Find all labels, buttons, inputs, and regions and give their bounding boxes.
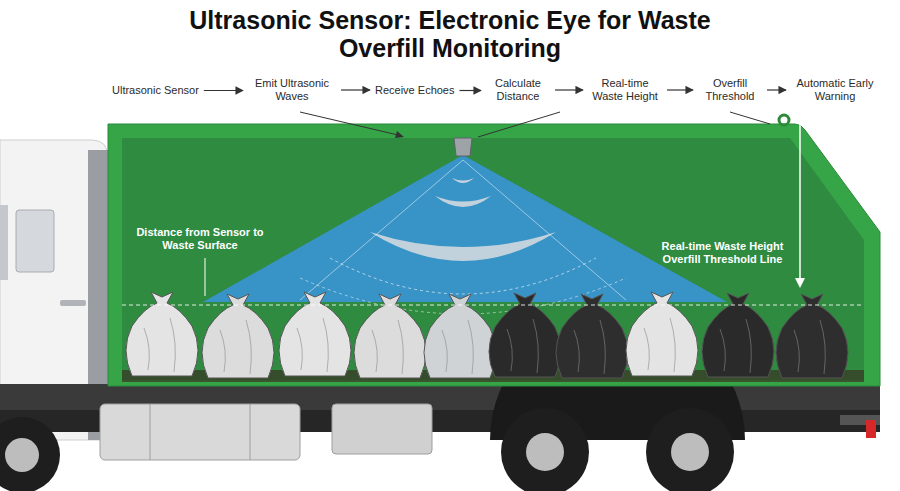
flow-step: Calculate Distance: [484, 76, 552, 104]
flow-step: Real-time Waste Height: [586, 76, 664, 104]
step-text: Real-time Waste Height: [588, 77, 662, 103]
white-bag: [354, 294, 426, 378]
leader-line: [730, 112, 770, 124]
flow-step: Emit Ultrasonic Waves: [246, 76, 338, 104]
leader-line: [478, 112, 560, 137]
flow-arrow: [667, 89, 693, 90]
container-interior: [122, 138, 864, 380]
tail-light: [866, 420, 876, 438]
cab-door-edge: [0, 205, 8, 280]
battery-box: [332, 404, 432, 454]
white-bag: [424, 294, 496, 378]
black-bag: [489, 293, 561, 377]
black-bag: [702, 293, 774, 377]
step-text: Automatic Early Warning: [791, 77, 879, 103]
beam-ray: [300, 160, 463, 300]
threshold-line: [122, 305, 862, 306]
step-text: Emit Ultrasonic Waves: [248, 77, 336, 103]
fuel-tank: [100, 404, 300, 460]
beam-ray: [463, 160, 626, 300]
flow-step: Ultrasonic Sensor: [110, 83, 201, 98]
sound-wave: [452, 178, 474, 183]
rear-wheel: [646, 408, 734, 491]
leader-line: [799, 118, 801, 280]
leader-line: [205, 258, 206, 296]
tank-strap: [250, 404, 251, 460]
rear-wheel: [501, 408, 589, 491]
wheel-hub: [526, 433, 564, 471]
flow-arrow: [204, 90, 243, 91]
flow-step: Overfill Threshold: [696, 76, 764, 104]
echo-wave: [330, 258, 596, 294]
front-wheel: [0, 417, 60, 491]
arrowhead: [795, 278, 805, 288]
flow-arrow: [767, 89, 786, 90]
flow-arrow: [460, 90, 482, 91]
leader-line: [300, 112, 398, 135]
step-text: Ultrasonic Sensor: [112, 84, 199, 97]
black-bag: [556, 294, 628, 378]
flow-step: Receive Echoes: [373, 83, 457, 98]
flow-arrow: [341, 89, 370, 90]
step-text: Calculate Distance: [486, 77, 550, 103]
flow-step: Automatic Early Warning: [789, 76, 881, 104]
black-bag: [776, 294, 848, 378]
tank-strap: [150, 404, 151, 460]
container-hook: [779, 115, 789, 125]
wheel-hub: [5, 438, 39, 472]
sound-wave: [370, 232, 556, 261]
flow-arrow: [555, 89, 583, 90]
annotation-label: Real-time Waste Height Overfill Threshol…: [655, 240, 790, 266]
sound-wave: [435, 196, 491, 207]
door-handle: [60, 300, 86, 306]
container-body: [108, 124, 880, 386]
ultrasonic-sensor: [454, 138, 472, 156]
ultrasonic-beam: [203, 155, 727, 302]
annotation-label: Distance from Sensor to Waste Surface: [124, 226, 276, 252]
white-bag: [202, 294, 274, 378]
step-text: Receive Echoes: [375, 84, 455, 97]
wheel-hub: [671, 433, 709, 471]
diagram-title: Ultrasonic Sensor: Electronic Eye for Wa…: [150, 6, 750, 62]
cab-window: [16, 210, 54, 272]
arrowhead: [395, 131, 404, 138]
step-text: Overfill Threshold: [698, 77, 762, 103]
